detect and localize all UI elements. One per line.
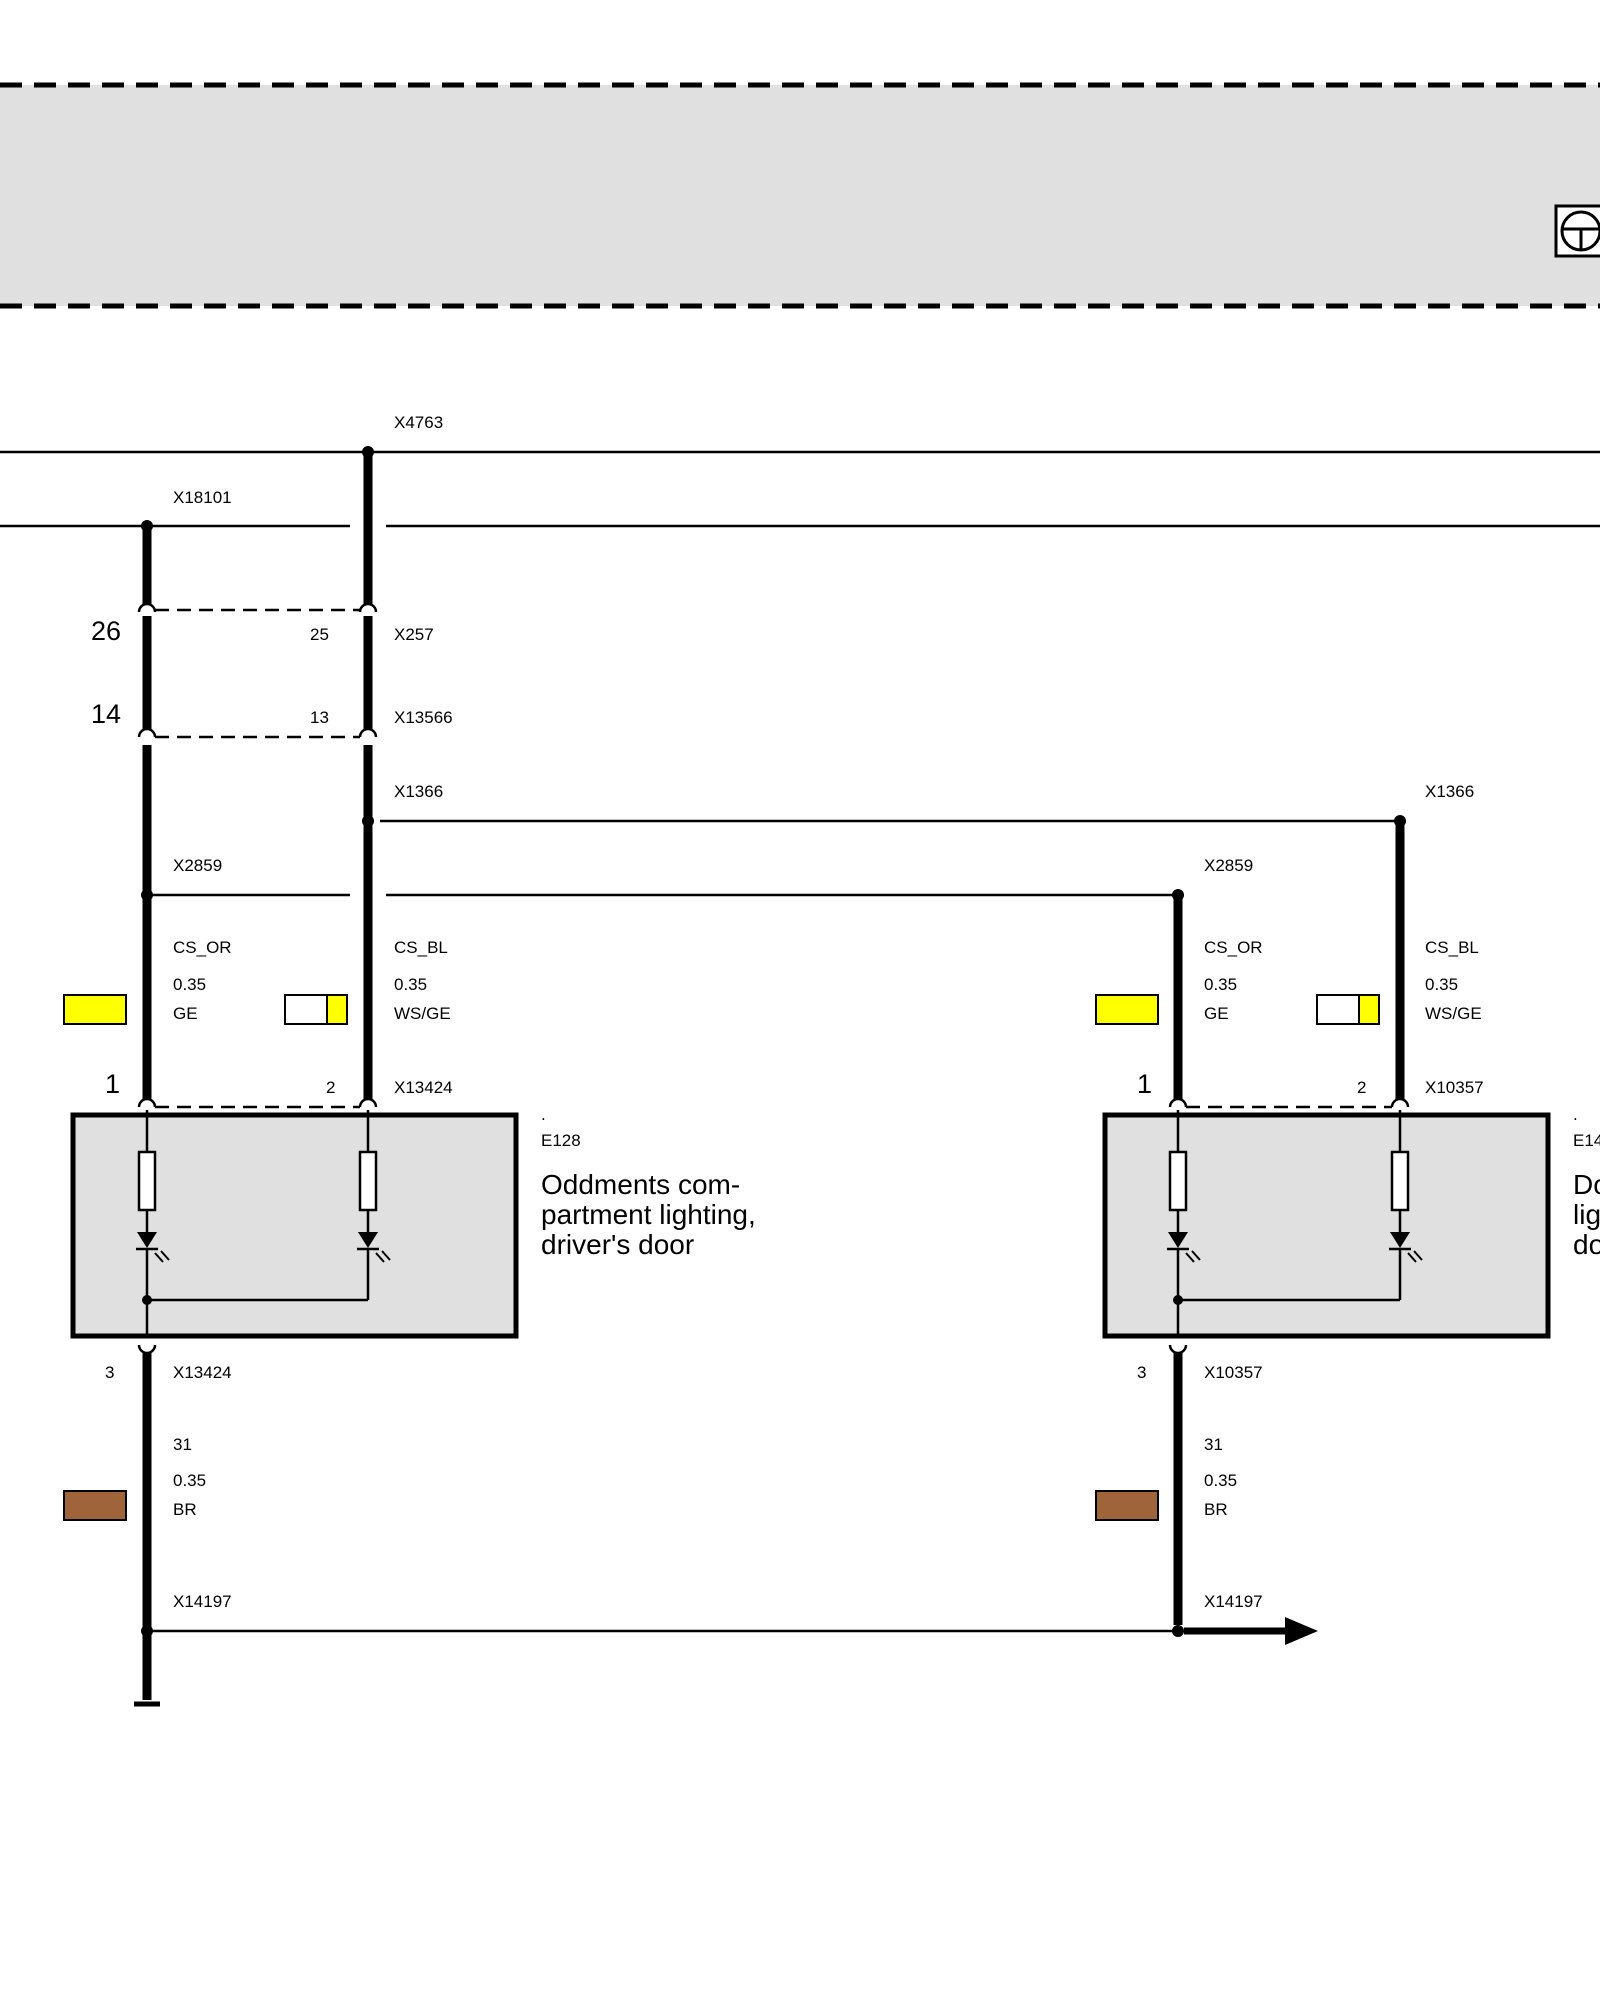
- gauge-left-gnd: 0.35: [173, 1471, 206, 1490]
- connector-label-right: X10357: [1425, 1078, 1484, 1097]
- pin-right-2: 2: [1357, 1078, 1366, 1097]
- label-x2859-left: X2859: [173, 856, 222, 875]
- component-dot-left: .: [541, 1105, 546, 1124]
- component-desc-right-3: do: [1573, 1229, 1600, 1260]
- color-right-b: WS/GE: [1425, 1004, 1482, 1023]
- gauge-right-a: 0.35: [1204, 975, 1237, 994]
- node-x4763: [362, 446, 374, 458]
- label-x4763: X4763: [394, 413, 443, 432]
- connector-label-left-bottom: X13424: [173, 1363, 232, 1382]
- node-x1366-left: [362, 815, 374, 827]
- component-e128: [70, 1112, 519, 1339]
- node-x14197-left: [141, 1625, 153, 1637]
- node-x18101: [141, 520, 153, 532]
- label-x14197-left: X14197: [173, 1592, 232, 1611]
- component-desc-left-1: Oddments com-: [541, 1169, 740, 1200]
- connector-arc-left-b-pin2: [358, 1097, 378, 1108]
- connector-arc-left-a-pin1: [137, 1097, 157, 1108]
- node-x14197-right: [1172, 1625, 1184, 1637]
- connector-arc-left-a-26: [137, 602, 157, 613]
- component-desc-right-2: lig: [1573, 1199, 1600, 1230]
- label-x257: X257: [394, 625, 434, 644]
- node-x2859-right: [1172, 889, 1184, 901]
- connector-arc-right-a-pin1: [1168, 1097, 1188, 1108]
- led-circuit-left: [136, 1110, 391, 1336]
- component-id-e128: E128: [541, 1131, 581, 1150]
- connector-label-left: X13424: [394, 1078, 453, 1097]
- label-x14197-right: X14197: [1204, 1592, 1263, 1611]
- signal-right-b: CS_BL: [1425, 938, 1479, 957]
- pin-left-25: 25: [310, 625, 329, 644]
- color-swatch-left-b: [284, 994, 348, 1025]
- label-x18101: X18101: [173, 488, 232, 507]
- connector-arc-right-pin3: [1168, 1344, 1188, 1355]
- color-swatch-right-a: [1095, 994, 1159, 1025]
- pin-left-13: 13: [310, 708, 329, 727]
- component-desc-left-3: driver's door: [541, 1229, 694, 1260]
- connector-label-right-bottom: X10357: [1204, 1363, 1263, 1382]
- control-unit-band: [0, 85, 1600, 306]
- pin-right-3: 3: [1137, 1363, 1146, 1382]
- color-right-a: GE: [1204, 1004, 1229, 1023]
- steering-wheel-icon: [1554, 204, 1600, 258]
- component-desc-right-1: Do: [1573, 1169, 1600, 1200]
- color-swatch-left-gnd: [63, 1490, 127, 1521]
- color-swatch-right-b: [1316, 994, 1380, 1025]
- pin-left-2: 2: [326, 1078, 335, 1097]
- pin-left-26: 26: [91, 616, 121, 646]
- signal-left-b: CS_BL: [394, 938, 448, 957]
- label-x1366-left: X1366: [394, 782, 443, 801]
- gauge-left-a: 0.35: [173, 975, 206, 994]
- color-left-a: GE: [173, 1004, 198, 1023]
- component-desc-left-2: partment lighting,: [541, 1199, 756, 1230]
- component-e14: [1102, 1112, 1551, 1339]
- connector-arc-right-b-pin2: [1390, 1097, 1410, 1108]
- pin-left-3: 3: [105, 1363, 114, 1382]
- connector-arc-left-b-25: [358, 602, 378, 613]
- connector-arc-left-b-13: [358, 727, 378, 738]
- label-x1366-right: X1366: [1425, 782, 1474, 801]
- gauge-left-b: 0.35: [394, 975, 427, 994]
- color-swatch-right-gnd: [1095, 1490, 1159, 1521]
- signal-right-a: CS_OR: [1204, 938, 1263, 957]
- component-dot-right: .: [1573, 1105, 1578, 1124]
- connector-arc-left-a-14: [137, 727, 157, 738]
- color-left-gnd: BR: [173, 1500, 197, 1519]
- gauge-right-b: 0.35: [1425, 975, 1458, 994]
- color-right-gnd: BR: [1204, 1500, 1228, 1519]
- label-x2859-right: X2859: [1204, 856, 1253, 875]
- led-circuit-right: [1167, 1110, 1423, 1336]
- signal-right-gnd: 31: [1204, 1435, 1223, 1454]
- color-swatch-left-a: [63, 994, 127, 1025]
- component-id-e14: E14: [1573, 1131, 1600, 1150]
- pin-right-1: 1: [1137, 1069, 1152, 1099]
- label-x13566: X13566: [394, 708, 453, 727]
- gauge-right-gnd: 0.35: [1204, 1471, 1237, 1490]
- signal-left-gnd: 31: [173, 1435, 192, 1454]
- continuation-arrow-icon: [1184, 1617, 1318, 1645]
- signal-left-a: CS_OR: [173, 938, 232, 957]
- pin-left-14: 14: [91, 699, 121, 729]
- pin-left-1: 1: [105, 1069, 120, 1099]
- node-x2859-left: [141, 889, 153, 901]
- connector-arc-left-pin3: [137, 1344, 157, 1355]
- node-x1366-right: [1394, 815, 1406, 827]
- color-left-b: WS/GE: [394, 1004, 451, 1023]
